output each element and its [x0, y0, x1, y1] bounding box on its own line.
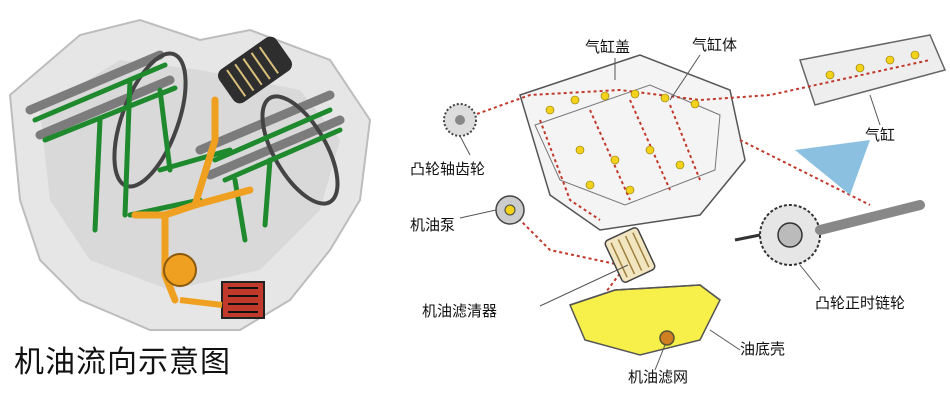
label-cylinder-head-cover: 气缸盖 [585, 38, 631, 56]
label-oil-pan: 油底壳 [740, 340, 786, 358]
label-oil-pump: 机油泵 [410, 216, 456, 234]
engine-cutaway-illustration [8, 18, 372, 331]
cylinder-block-sketch [519, 54, 746, 231]
cylinder-head-sketch [799, 34, 947, 106]
label-cylinder-block: 气缸体 [692, 36, 738, 54]
label-cam-timing-sprocket: 凸轮正时链轮 [815, 294, 906, 312]
oil-strainer-sketch [659, 330, 675, 346]
figure-title: 机油流向示意图 [14, 345, 231, 380]
label-oil-strainer: 机油滤网 [628, 368, 689, 386]
oil-filter-sketch [604, 227, 656, 283]
oil-pan-sketch [568, 284, 721, 356]
oil-circuit-schematic [443, 34, 947, 371]
label-oil-filter: 机油滤清器 [422, 302, 498, 320]
label-cylinder: 气缸 [865, 126, 896, 144]
label-camshaft-gear: 凸轮轴齿轮 [410, 160, 486, 178]
direction-arrow [795, 140, 870, 195]
